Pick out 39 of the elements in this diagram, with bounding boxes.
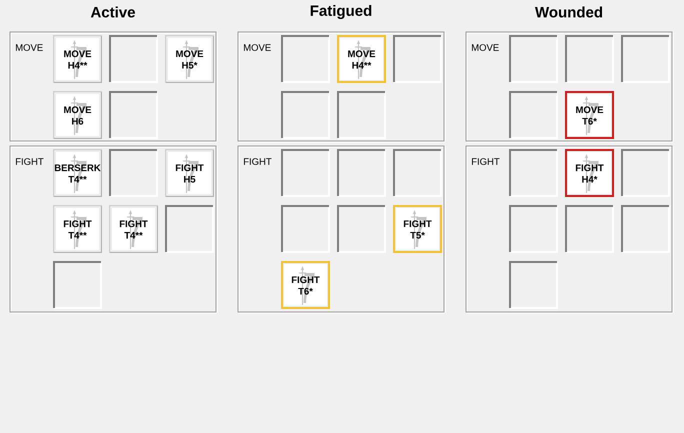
card: FIGHT T5* xyxy=(393,205,442,253)
card: MOVE H6 xyxy=(53,91,102,139)
card: MOVE H5* xyxy=(165,35,214,83)
empty-slot xyxy=(509,205,558,253)
empty-slot xyxy=(509,91,558,139)
empty-slot xyxy=(621,149,670,197)
card: FIGHT H5 xyxy=(165,149,214,197)
empty-slot xyxy=(393,149,442,197)
card: MOVE H4** xyxy=(337,35,386,83)
card: FIGHT H4* xyxy=(565,149,614,197)
card: FIGHT T4** xyxy=(53,205,102,253)
card: MOVE T6* xyxy=(565,91,614,139)
empty-slot xyxy=(109,91,158,139)
empty-slot xyxy=(509,35,558,83)
card: MOVE H4** xyxy=(53,35,102,83)
empty-slot xyxy=(393,35,442,83)
empty-slot xyxy=(109,35,158,83)
card: BERSERK T4** xyxy=(53,149,102,197)
card: FIGHT T4** xyxy=(109,205,158,253)
empty-slot xyxy=(565,35,614,83)
empty-slot xyxy=(509,149,558,197)
column-title: Wounded xyxy=(535,6,602,18)
empty-slot xyxy=(565,205,614,253)
empty-slot xyxy=(621,35,670,83)
empty-slot xyxy=(281,149,330,197)
empty-slot xyxy=(337,91,386,139)
empty-slot xyxy=(337,149,386,197)
column-title: Active xyxy=(90,6,135,18)
empty-slot xyxy=(109,149,158,197)
card: FIGHT T6* xyxy=(281,261,330,309)
empty-slot xyxy=(621,205,670,253)
empty-slot xyxy=(281,91,330,139)
empty-slot xyxy=(281,205,330,253)
empty-slot xyxy=(165,205,214,253)
column-title: Fatigued xyxy=(310,4,372,20)
empty-slot xyxy=(53,261,102,309)
empty-slot xyxy=(337,205,386,253)
empty-slot xyxy=(509,261,558,309)
empty-slot xyxy=(281,35,330,83)
